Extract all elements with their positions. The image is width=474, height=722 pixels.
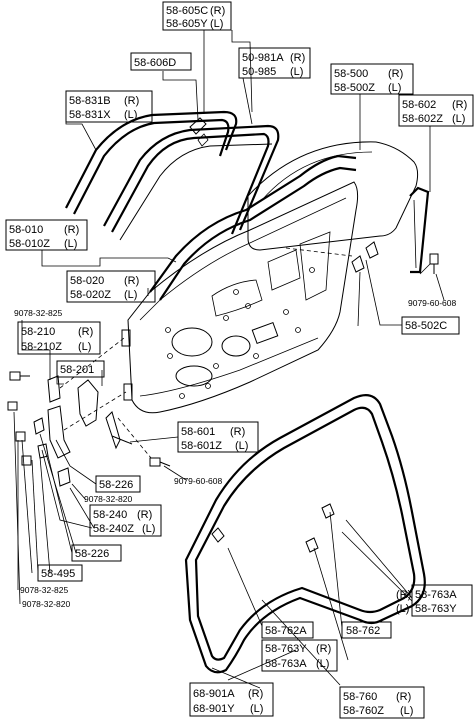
label-l22-line1-side: (R) — [396, 691, 411, 703]
bolt-label-b6: 9078-32-820 — [22, 599, 70, 609]
label-l15-part: 58-226 — [75, 548, 109, 560]
label-l8-line1-part: 58-020 — [70, 275, 104, 287]
label-l6-line1-side: (R) — [452, 99, 467, 111]
drawing-door-panel — [47, 181, 359, 465]
label-frames — [5, 1, 474, 719]
label-l9-line1-part: 58-210 — [21, 326, 55, 338]
label-l1-line2-part: 58-605Y — [166, 18, 208, 30]
label-l6-line2-side: (L) — [452, 113, 465, 125]
label-l8-line2-part: 58-020Z — [70, 289, 111, 301]
label-l5-line2-side: (L) — [124, 109, 137, 121]
label-l1-line2-side: (L) — [210, 18, 223, 30]
drawing-window-mouldings — [65, 110, 430, 301]
label-l9-line2-side: (L) — [78, 341, 91, 353]
label-l9-line1-side: (R) — [78, 326, 93, 338]
label-l11-part: 58-502C — [405, 320, 447, 332]
label-l7-line1-side: (R) — [64, 224, 79, 236]
label-l12-line1-side: (R) — [230, 426, 245, 438]
label-l16-part: 58-495 — [41, 568, 75, 580]
label-l22-line1-part: 58-760 — [343, 691, 377, 703]
label-l1-line1-side: (R) — [210, 5, 225, 17]
label-l5-line1-part: 58-831B — [69, 95, 111, 107]
bolt-label-b3: 9079-60-608 — [174, 476, 222, 486]
label-l3-line1-part: 50-981A — [242, 52, 284, 64]
label-l18-line2-part: 58-763A — [265, 658, 307, 670]
part-labels: 58-605C (R) 58-605Y (L) 58-606D 50-981A … — [9, 5, 467, 717]
label-l20-line1-part: 58-763A — [415, 589, 457, 601]
label-l7-line1-part: 58-010 — [9, 224, 43, 236]
bolt-b2 — [429, 253, 439, 274]
label-l7-line2-side: (L) — [64, 238, 77, 250]
label-l4-line1-side: (R) — [388, 68, 403, 80]
label-l21-line2-side: (L) — [250, 703, 263, 715]
label-l7-line2-part: 58-010Z — [9, 238, 50, 250]
label-l21-line1-part: 68-901A — [193, 688, 235, 700]
label-l2-part: 58-606D — [134, 57, 176, 69]
label-l22-line2-part: 58-760Z — [343, 705, 384, 717]
label-l9-line2-part: 58-210Z — [21, 341, 62, 353]
label-l10-part: 58-201 — [60, 364, 94, 376]
label-l3-line2-part: 50-985 — [242, 66, 276, 78]
label-l6-line2-part: 58-602Z — [402, 113, 443, 125]
label-l5-line2-part: 58-831X — [69, 109, 111, 121]
label-l18-line1-side: (R) — [316, 643, 331, 655]
label-l17-part: 58-762A — [265, 625, 307, 637]
label-l8-line1-side: (R) — [124, 275, 139, 287]
label-l3-line2-side: (L) — [290, 66, 303, 78]
bolt-label-b2: 9079-60-608 — [408, 298, 456, 308]
leader-lines — [13, 30, 445, 689]
label-l8-line2-side: (L) — [124, 289, 137, 301]
label-l12-line1-part: 58-601 — [181, 426, 215, 438]
label-l4-line2-side: (L) — [388, 82, 401, 94]
bolt-b1 — [9, 371, 30, 381]
label-l12-line2-side: (L) — [235, 440, 248, 452]
label-l4-line1-part: 58-500 — [334, 68, 368, 80]
label-l20-line2-side: (L) — [396, 603, 409, 615]
label-l18-line2-side: (L) — [316, 658, 329, 670]
label-l1-line1-part: 58-605C — [166, 5, 208, 17]
label-l13-part: 58-226 — [99, 479, 133, 491]
label-l4-line2-part: 58-500Z — [334, 82, 375, 94]
label-l20-line2-part: 58-763Y — [415, 603, 457, 615]
bolt-label-b4: 9078-32-820 — [84, 494, 132, 504]
label-l20-line1-side: (R) — [396, 589, 411, 601]
bolt-label-b5: 9078-32-825 — [20, 585, 68, 595]
label-l21-line1-side: (R) — [248, 688, 263, 700]
label-l14-line1-side: (R) — [137, 509, 152, 521]
bolt-b3 — [149, 457, 171, 467]
label-l6-line1-part: 58-602 — [402, 99, 436, 111]
bolt-label-b1: 9078-32-825 — [14, 308, 62, 318]
bolt-labels: 9078-32-825 9079-60-608 9079-60-608 9078… — [14, 298, 456, 609]
label-l21-line2-part: 68-901Y — [193, 703, 235, 715]
label-l19-part: 58-762 — [346, 625, 380, 637]
label-l5-line1-side: (R) — [124, 95, 139, 107]
label-l18-line1-part: 58-763Y — [265, 643, 307, 655]
label-l3-line1-side: (R) — [290, 52, 305, 64]
label-l14-line1-part: 58-240 — [93, 509, 127, 521]
label-l12-line2-part: 58-601Z — [181, 440, 222, 452]
label-l14-line2-part: 58-240Z — [93, 523, 134, 535]
label-l22-line2-side: (L) — [400, 705, 413, 717]
label-l14-line2-side: (L) — [142, 523, 155, 535]
